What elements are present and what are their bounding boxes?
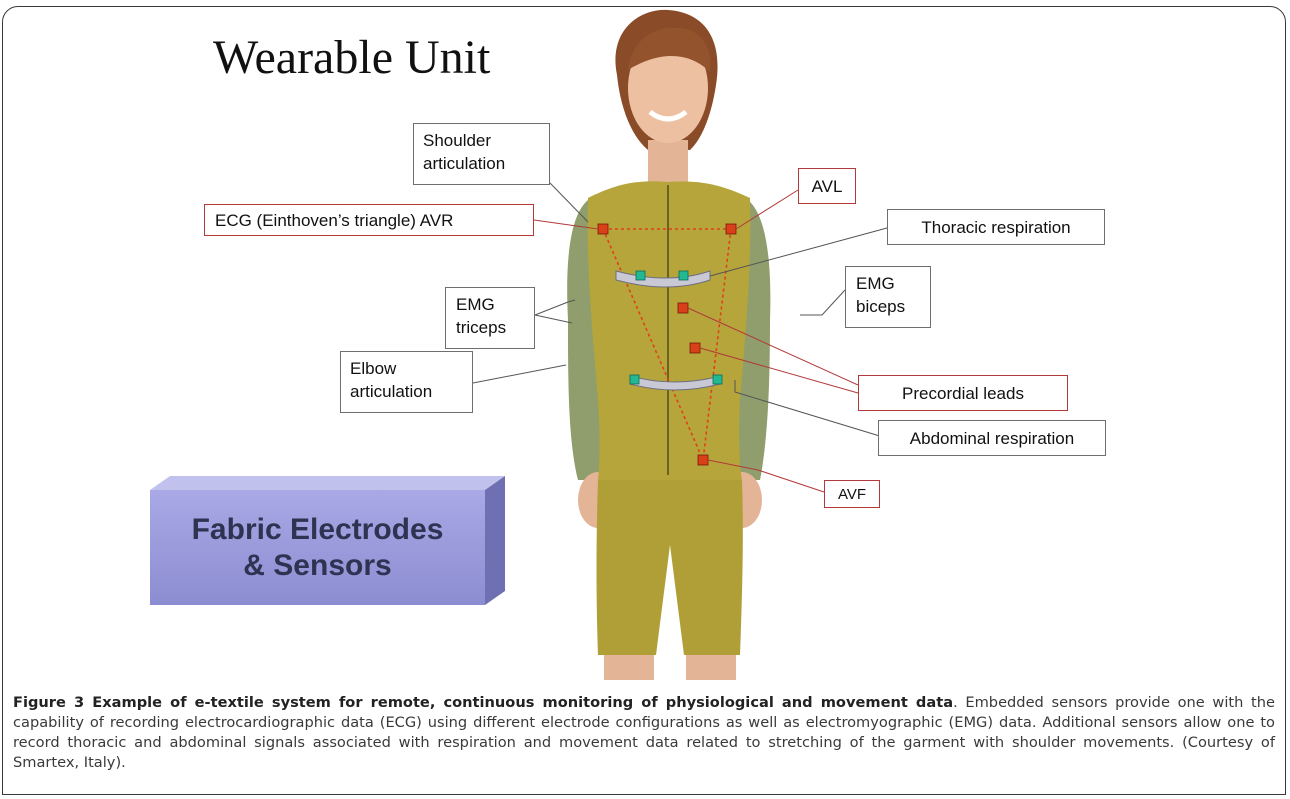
label-elbow-articulation: Elbow articulation [340,351,473,413]
label-emg-triceps: EMG triceps [445,287,535,349]
electrode-avf [698,455,708,465]
fabric-box-text: Fabric Electrodes & Sensors [150,490,485,605]
person-figure [567,10,770,680]
electrode-precordial-1 [678,303,688,313]
label-avf: AVF [824,480,880,508]
label-precordial-leads: Precordial leads [858,375,1068,411]
right-leg [686,655,736,680]
garment-shorts [597,480,743,655]
label-ecg-avr: ECG (Einthoven’s triangle) AVR [204,204,534,236]
electrode-avl [726,224,736,234]
label-avl: AVL [798,168,856,204]
electrode-precordial-2 [690,343,700,353]
label-shoulder-articulation: Shoulder articulation [413,123,550,185]
label-emg-biceps: EMG biceps [845,266,931,328]
figure-caption: Figure 3 Example of e-textile system for… [13,693,1275,774]
caption-title: Figure 3 Example of e-textile system for… [13,694,953,711]
label-abdominal-respiration: Abdominal respiration [878,420,1106,456]
electrode-avr [598,224,608,234]
left-leg [604,655,654,680]
neck [648,140,688,188]
diagram-title: Wearable Unit [213,30,490,85]
label-thoracic-respiration: Thoracic respiration [887,209,1105,245]
